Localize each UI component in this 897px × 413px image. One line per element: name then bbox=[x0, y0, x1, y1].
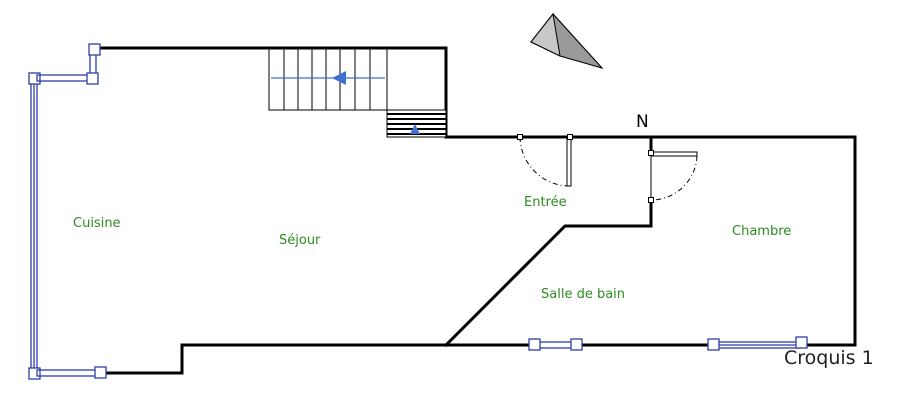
north-label: N bbox=[636, 112, 649, 132]
room-label-sejour: Séjour bbox=[279, 233, 321, 248]
room-label-chambre: Chambre bbox=[732, 224, 791, 239]
north-arrow-icon bbox=[530, 12, 604, 69]
sheet-name: Croquis 1 bbox=[784, 347, 874, 369]
entry-door[interactable] bbox=[517, 134, 573, 187]
walls[interactable] bbox=[98, 46, 857, 375]
stair-direction-arrow-icon bbox=[332, 71, 346, 85]
bedroom-door[interactable] bbox=[648, 150, 698, 203]
room-label-entree: Entrée bbox=[524, 195, 567, 210]
bathroom-window[interactable] bbox=[528, 338, 583, 351]
bedroom-window[interactable] bbox=[707, 336, 808, 351]
kitchen-window-bottom[interactable] bbox=[36, 366, 107, 379]
kitchen-window-left[interactable] bbox=[28, 72, 41, 380]
staircase[interactable] bbox=[268, 47, 447, 138]
room-label-cuisine: Cuisine bbox=[73, 216, 121, 231]
room-label-salle-de-bain: Salle de bain bbox=[541, 287, 625, 302]
kitchen-window-top[interactable] bbox=[36, 43, 101, 85]
